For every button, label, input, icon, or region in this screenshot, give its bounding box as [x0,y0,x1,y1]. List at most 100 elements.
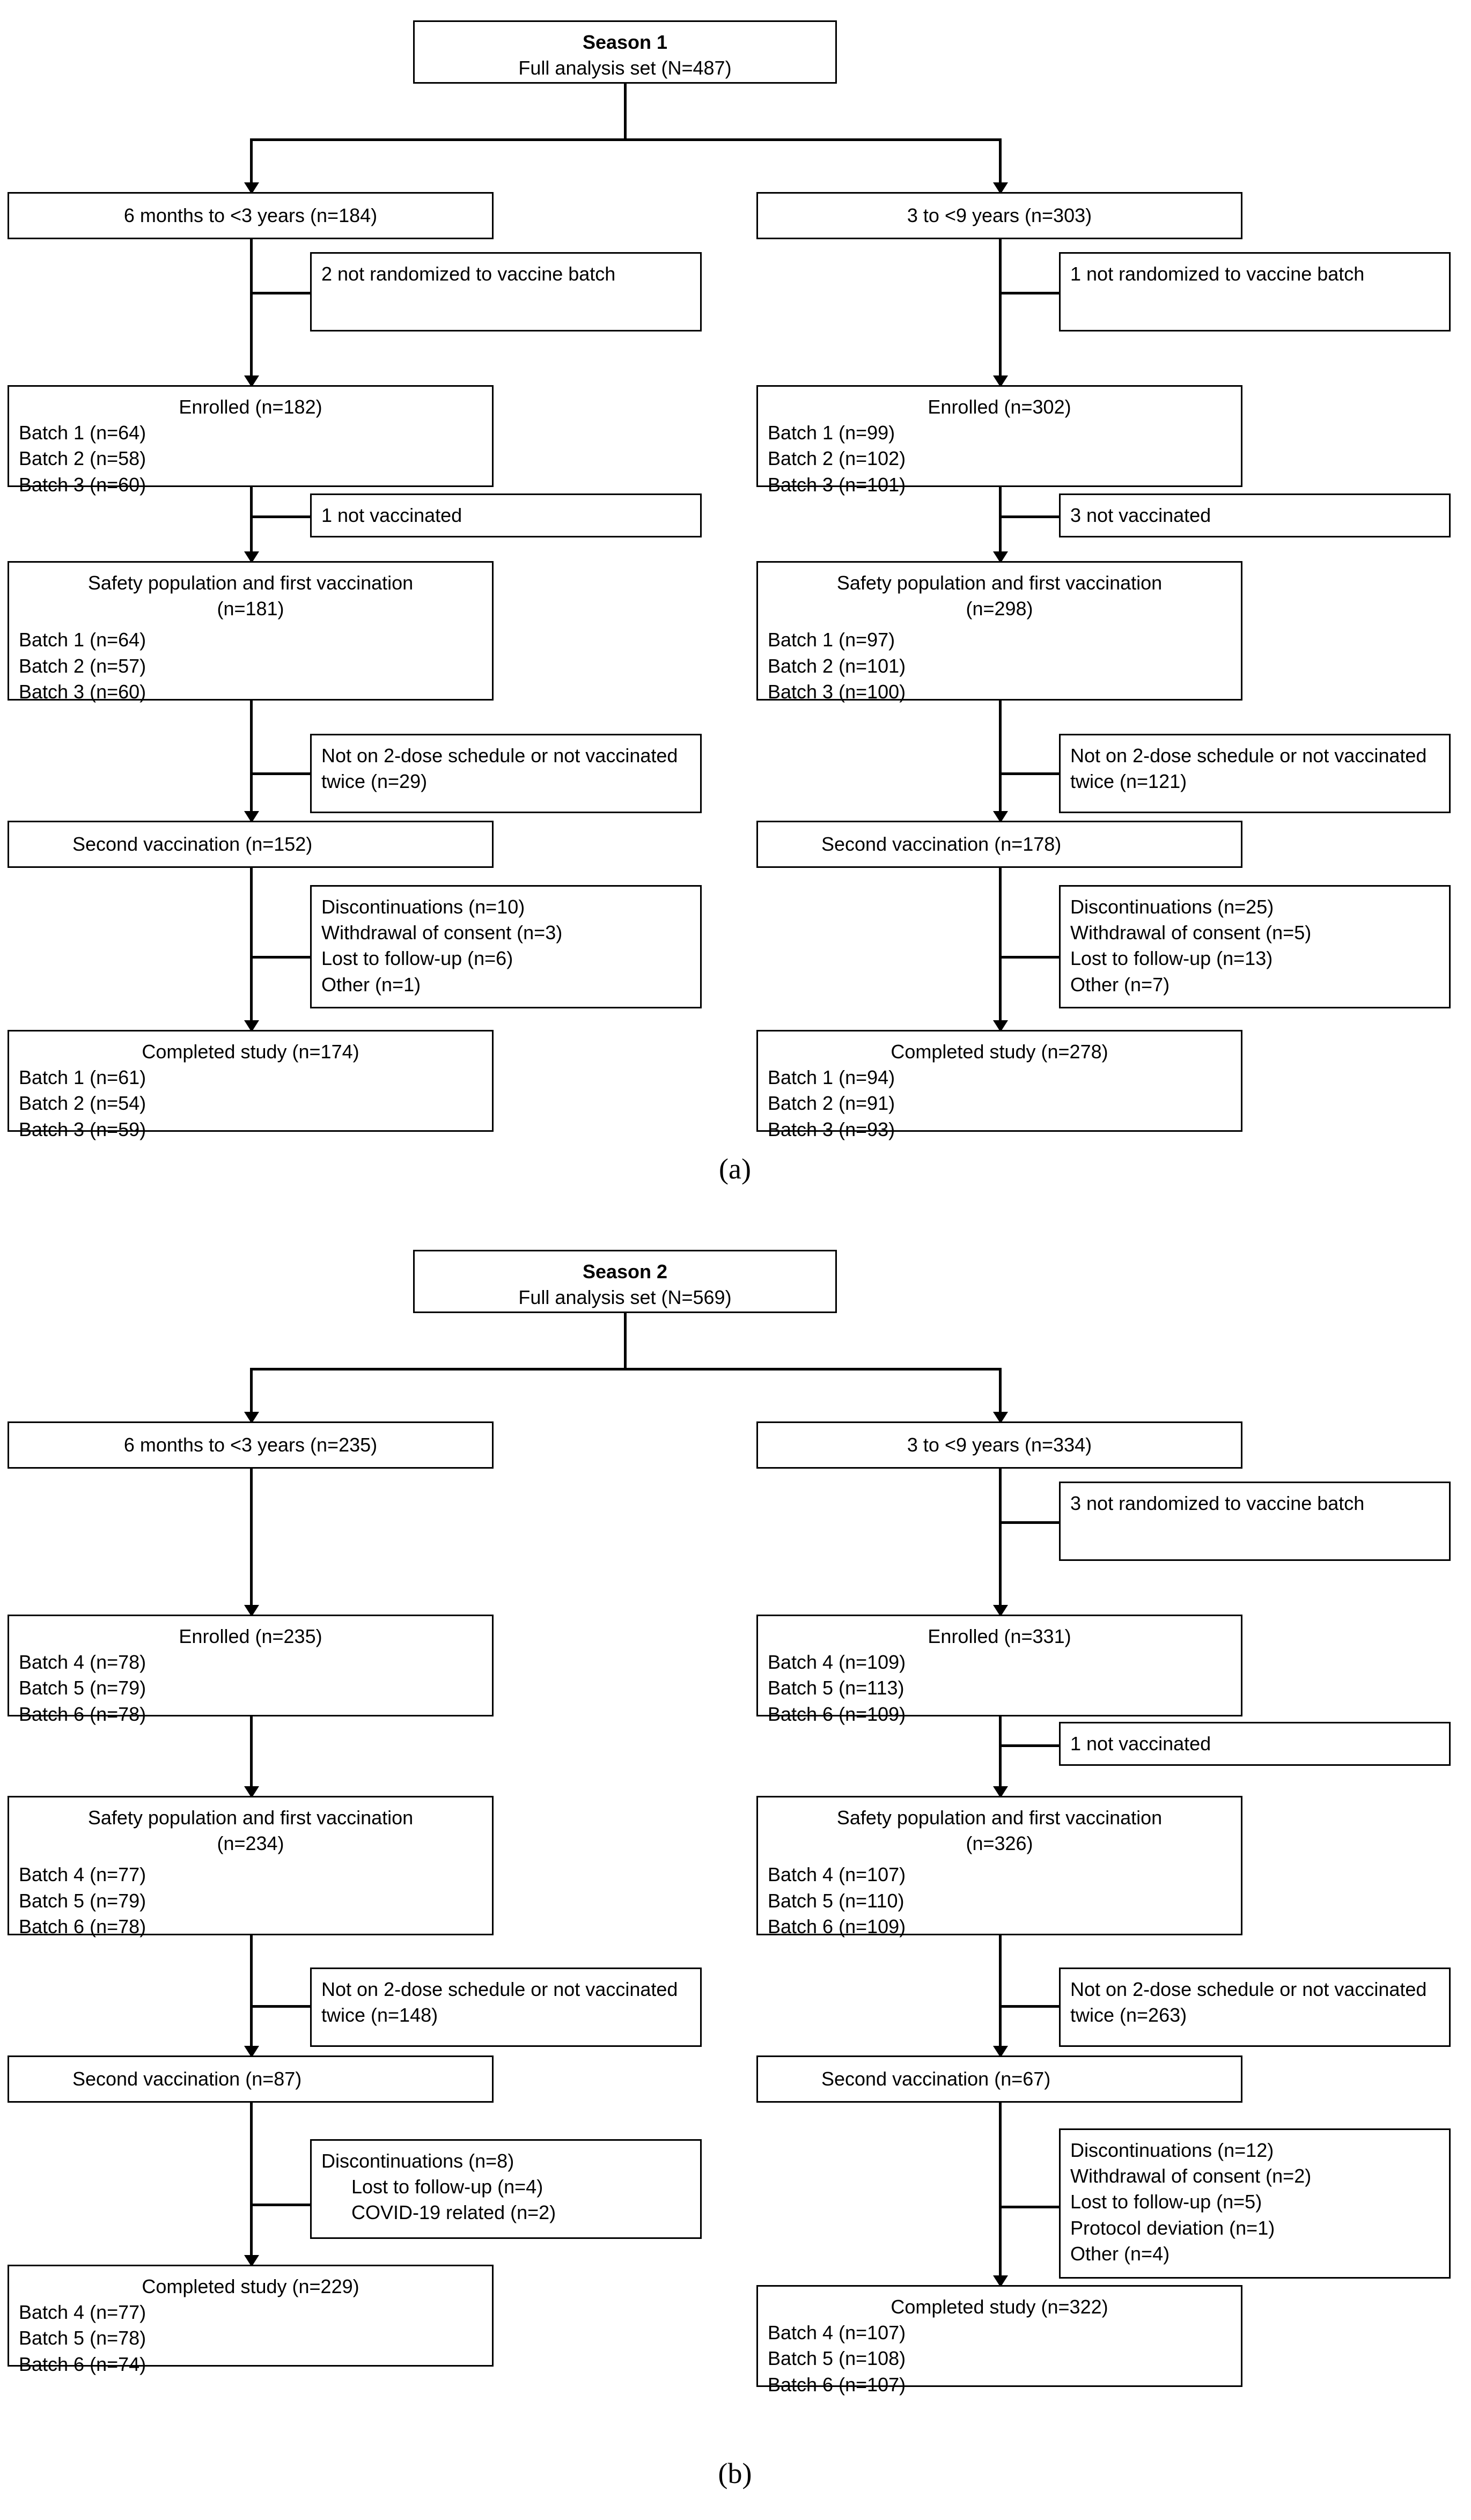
s2-right-tick-3 [999,2005,1061,2008]
s1-right-completed-title: Completed study (n=278) [891,1041,1108,1063]
s2-right-tick-1 [999,1521,1061,1524]
s2-right-completed-title: Completed study (n=322) [891,2296,1108,2318]
s1-left-completed-batch-2: Batch 2 (n=54) [19,1092,146,1115]
s1-right-arrow-1 [993,375,1008,387]
s1-left-age-group-box: 6 months to <3 years (n=184) [8,192,494,239]
s2-right-arrow-1 [993,1605,1008,1617]
s1-left-stem-2 [250,487,253,556]
s1-left-safety-batch-3: Batch 3 (n=60) [19,680,146,703]
s2-left-disc-line-3: COVID-19 related (n=2) [351,2201,556,2224]
s1-left-disc-line-1: Discontinuations (n=10) [321,896,525,918]
s2-right-tick-4 [999,2206,1061,2208]
arrow-left-s2 [244,1412,259,1424]
s2-right-safety-title: Safety population and first vaccination [836,1807,1163,1829]
s1-right-stem-4 [999,868,1002,1025]
s2-left-safety-batch-1: Batch 4 (n=77) [19,1863,146,1886]
connector-left-drop-s1 [250,138,253,187]
s1-left-disc-line-3: Lost to follow-up (n=6) [321,947,513,970]
s2-right-exclusion-box-1: 3 not randomized to vaccine batch [1059,1482,1451,1561]
s1-right-safety-box: Safety population and first vaccination … [756,561,1242,703]
panel-label-a: (a) [719,1153,751,1185]
s2-right-disc-line-3: Lost to follow-up (n=5) [1070,2191,1262,2213]
panel-label-b: (b) [718,2457,752,2489]
s2-left-arrow-4 [244,2255,259,2267]
s1-right-enrolled-batch-1: Batch 1 (n=99) [768,422,895,444]
s1-right-tick-3 [999,772,1061,775]
connector-right-drop-s2 [999,1368,1002,1416]
s1-left-completed-batch-1: Batch 1 (n=61) [19,1066,146,1089]
s1-left-arrow-2 [244,551,259,563]
s1-right-stem-2 [999,487,1002,556]
s2-right-safety-count: (n=326) [966,1832,1033,1855]
s2-left-second-vaccination-box: Second vaccination (n=87) [8,2055,494,2103]
s1-right-exclusion-box-2: 3 not vaccinated [1059,493,1451,537]
s1-left-safety-batch-2: Batch 2 (n=57) [19,654,146,677]
s2-right-completed-batch-2: Batch 5 (n=108) [768,2347,906,2370]
s2-left-safety-batch-3: Batch 6 (n=78) [19,1915,146,1937]
s2-left-enrolled-batch-1: Batch 4 (n=78) [19,1651,146,1674]
season1-subtitle: Full analysis set (N=487) [518,57,732,79]
s1-right-enrolled-batch-3: Batch 3 (n=101) [768,473,906,496]
s2-right-tick-2 [999,1744,1061,1747]
s1-left-safety-batch-1: Batch 1 (n=64) [19,629,146,651]
s1-left-completed-box: Completed study (n=174) Batch 1 (n=61) B… [8,1030,494,1140]
s1-left-stem-4 [250,868,253,1025]
s2-right-stem-1 [999,1469,1002,1609]
s1-right-second-vaccination-box: Second vaccination (n=178) [756,821,1242,868]
s2-right-exclusion-box-3: Not on 2-dose schedule or not vaccinated… [1059,1968,1451,2047]
s2-left-stem-1 [250,1469,253,1609]
s2-right-enrolled-batch-3: Batch 6 (n=109) [768,1703,906,1725]
s1-right-age-group-box: 3 to <9 years (n=303) [756,192,1242,239]
s1-left-stem-3 [250,701,253,815]
s1-left-discontinuations-box: Discontinuations (n=10) Withdrawal of co… [310,885,702,1008]
s1-right-completed-batch-3: Batch 3 (n=93) [768,1118,895,1140]
s1-right-tick-2 [999,515,1061,518]
s2-left-enrolled-batch-2: Batch 5 (n=79) [19,1677,146,1699]
s2-left-safety-count: (n=234) [217,1832,284,1855]
s2-right-stem-2 [999,1716,1002,1790]
s1-left-second-vaccination-box: Second vaccination (n=152) [8,821,494,868]
arrow-right-s1 [993,182,1008,194]
s2-left-completed-batch-3: Batch 6 (n=74) [19,2353,146,2375]
s1-right-exclusion-box-3: Not on 2-dose schedule or not vaccinated… [1059,734,1451,813]
s2-right-discontinuations-box: Discontinuations (n=12) Withdrawal of co… [1059,2128,1451,2279]
s1-right-completed-batch-2: Batch 2 (n=91) [768,1092,895,1115]
s2-right-enrolled-batch-1: Batch 4 (n=109) [768,1651,906,1674]
s1-right-safety-batch-3: Batch 3 (n=100) [768,680,906,703]
s1-right-disc-line-3: Lost to follow-up (n=13) [1070,947,1273,970]
s2-right-arrow-2 [993,1786,1008,1798]
s2-right-safety-box: Safety population and first vaccination … [756,1796,1242,1937]
s1-left-completed-batch-3: Batch 3 (n=59) [19,1118,146,1140]
s2-left-safety-box: Safety population and first vaccination … [8,1796,494,1937]
s2-left-safety-title: Safety population and first vaccination [87,1807,414,1829]
s2-right-safety-batch-2: Batch 5 (n=110) [768,1889,904,1912]
arrow-right-s2 [993,1412,1008,1424]
s1-left-arrow-4 [244,1020,259,1032]
s2-left-arrow-1 [244,1605,259,1617]
s2-left-completed-batch-1: Batch 4 (n=77) [19,2301,146,2324]
s1-right-disc-line-4: Other (n=7) [1070,973,1170,996]
s2-right-disc-line-4: Protocol deviation (n=1) [1070,2216,1275,2239]
s1-right-disc-line-1: Discontinuations (n=25) [1070,896,1274,918]
s1-right-completed-box: Completed study (n=278) Batch 1 (n=94) B… [756,1030,1242,1140]
s2-right-stem-3 [999,1935,1002,2050]
s1-left-exclusion-box-1: 2 not randomized to vaccine batch [310,252,702,331]
s2-right-stem-4 [999,2103,1002,2280]
s2-left-safety-batch-2: Batch 5 (n=79) [19,1889,146,1912]
s2-right-second-vaccination-box: Second vaccination (n=67) [756,2055,1242,2103]
s2-right-arrow-4 [993,2275,1008,2287]
s1-left-arrow-3 [244,811,259,823]
s2-right-enrolled-title: Enrolled (n=331) [928,1625,1071,1647]
s2-left-discontinuations-box: Discontinuations (n=8) Lost to follow-up… [310,2139,702,2239]
s1-left-enrolled-box: Enrolled (n=182) Batch 1 (n=64) Batch 2 … [8,385,494,496]
s2-left-exclusion-box-3: Not on 2-dose schedule or not vaccinated… [310,1968,702,2047]
s2-right-disc-line-2: Withdrawal of consent (n=2) [1070,2165,1312,2187]
s2-left-enrolled-batch-3: Batch 6 (n=78) [19,1703,146,1725]
s2-right-arrow-3 [993,2046,1008,2058]
s1-right-discontinuations-box: Discontinuations (n=25) Withdrawal of co… [1059,885,1451,1008]
connector-split-s1 [250,138,1001,141]
s2-right-exclusion-box-2: 1 not vaccinated [1059,1722,1451,1766]
s2-right-age-group-box: 3 to <9 years (n=334) [756,1421,1242,1469]
s1-left-enrolled-batch-2: Batch 2 (n=58) [19,447,146,470]
s1-right-enrolled-batch-2: Batch 2 (n=102) [768,447,906,470]
